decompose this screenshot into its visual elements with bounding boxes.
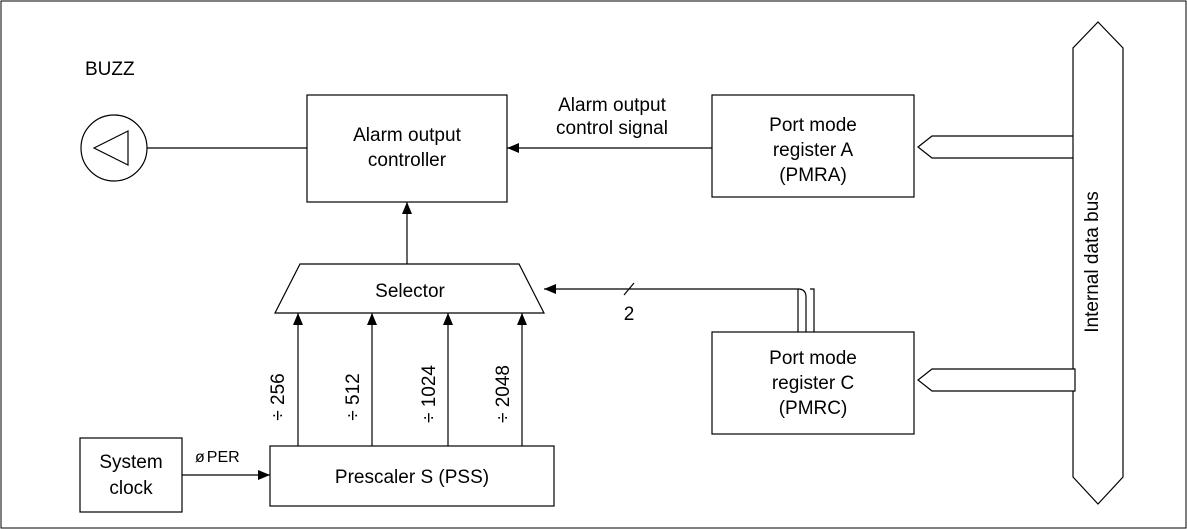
pmrc-line2: register C: [772, 373, 854, 394]
control-signal-line1: Alarm output: [558, 95, 666, 116]
control-signal-line2: control signal: [556, 118, 668, 139]
buzz-pin: [80, 114, 148, 182]
pmra-line1: Port mode: [769, 115, 857, 136]
pmra-line2: register A: [773, 140, 854, 161]
pmrc-to-selector-line2: [810, 288, 815, 332]
bus-width-label: 2: [624, 304, 635, 325]
phi-subscript: PER: [207, 449, 240, 466]
divider-256-label: ÷ 256: [268, 373, 289, 420]
alarm-controller-line2: controller: [368, 150, 447, 171]
selector-label: Selector: [375, 281, 445, 302]
system-clock-box: System clock: [79, 437, 183, 513]
system-clock-line2: clock: [109, 478, 153, 499]
pmrc-to-selector-line3: [797, 288, 807, 332]
alarm-controller-line1: Alarm output: [353, 125, 461, 146]
pmrc-line1: Port mode: [769, 348, 857, 369]
pmrc-to-selector-line1: [544, 284, 799, 332]
bus-label: Internal data bus: [1082, 191, 1103, 333]
internal-data-bus: Internal data bus: [1072, 21, 1124, 505]
system-clock-line1: System: [99, 452, 162, 473]
pmrc-box: Port mode register C (PMRC): [711, 331, 915, 435]
alarm-output-controller-box: Alarm output controller: [306, 94, 508, 203]
divider-512-label: ÷ 512: [343, 373, 364, 420]
prescaler-label: Prescaler S (PSS): [335, 467, 489, 488]
divider-2048-label: ÷ 2048: [493, 365, 514, 423]
prescaler-box: Prescaler S (PSS): [269, 445, 555, 507]
divider-1024-label: ÷ 1024: [419, 365, 440, 423]
pmra-line3: (PMRA): [779, 165, 847, 186]
bus-width-slash: [623, 282, 635, 296]
pmrc-line3: (PMRC): [779, 398, 848, 419]
buzz-label: BUZZ: [85, 59, 135, 80]
phi-symbol: ø: [195, 449, 205, 466]
pmra-bus-connector: [917, 135, 1076, 159]
pmrc-bus-connector: [917, 368, 1076, 392]
selector-box: Selector: [274, 263, 545, 314]
pmra-box: Port mode register A (PMRA): [711, 94, 915, 198]
